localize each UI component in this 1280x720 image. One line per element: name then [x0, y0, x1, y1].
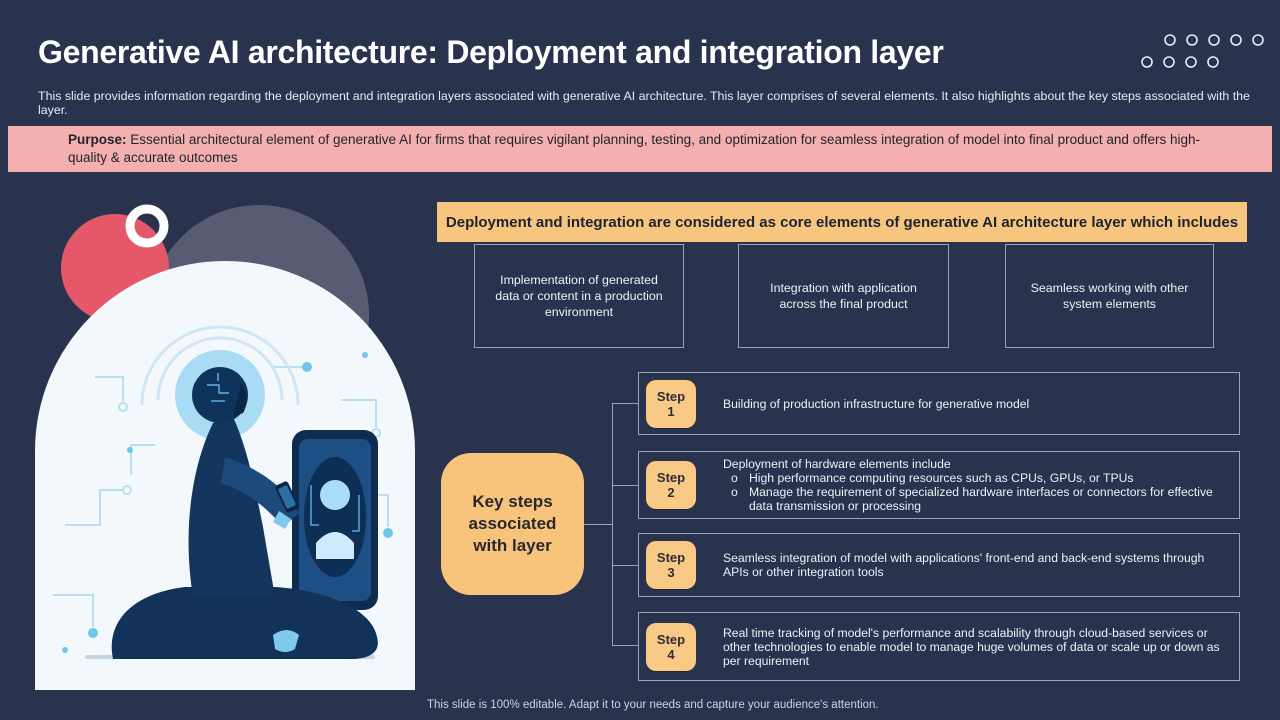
connector-trunk [612, 403, 613, 645]
page-title: Generative AI architecture: Deployment a… [38, 34, 944, 70]
connector-step2 [612, 485, 638, 486]
step-box-3: Step 3 Seamless integration of model wit… [638, 533, 1240, 597]
step-box-2: Step 2 Deployment of hardware elements i… [638, 451, 1240, 519]
step-2-bullet: Manage the requirement of specialized ha… [723, 485, 1227, 513]
connector-step4 [612, 645, 638, 646]
purpose-text: Essential architectural element of gener… [68, 132, 1200, 165]
step-badge-1: Step 1 [646, 379, 696, 428]
step-badge-label: Step [656, 388, 686, 404]
circuit-traces [53, 366, 389, 627]
connector-keysteps [584, 524, 612, 525]
purpose-label: Purpose: [68, 132, 127, 147]
footer-note: This slide is 100% editable. Adapt it to… [427, 699, 879, 711]
step-badge-number: 4 [667, 646, 675, 662]
step-badge-number: 3 [667, 565, 675, 580]
step-text-4: Real time tracking of model's performanc… [723, 625, 1220, 668]
step-badge-number: 1 [667, 403, 675, 419]
step-badge-label: Step [656, 631, 686, 647]
step-badge-label: Step [656, 550, 686, 565]
step-text-3: Seamless integration of model with appli… [723, 551, 1205, 579]
ring-icon [125, 204, 169, 248]
step-box-4: Step 4 Real time tracking of model's per… [638, 612, 1240, 681]
element-box-seamless: Seamless working with other system eleme… [1005, 244, 1214, 348]
halo-arcs [140, 325, 300, 406]
connector-step3 [612, 565, 638, 566]
ai-illustration [35, 204, 415, 690]
connector-step1 [612, 403, 638, 404]
seated-person [111, 367, 378, 659]
purpose-banner: Purpose: Essential architectural element… [8, 126, 1272, 172]
step-2-bullet-list: High performance computing resources suc… [723, 471, 1227, 513]
step-badge-label: Step [656, 470, 686, 485]
step-badge-3: Step 3 [646, 541, 696, 589]
circuit-dots [62, 352, 393, 653]
step-box-1: Step 1 Building of production infrastruc… [638, 372, 1240, 435]
element-box-implementation: Implementation of generated data or cont… [474, 244, 684, 348]
step-badge-2: Step 2 [646, 461, 696, 509]
element-box-integration: Integration with application across the … [738, 244, 949, 348]
step-badge-number: 2 [667, 485, 675, 500]
page-subtitle: This slide provides information regardin… [38, 89, 1250, 117]
step-text-1: Building of production infrastructure fo… [723, 396, 1030, 411]
phone-with-robot [292, 430, 378, 610]
dots-decoration-icon [1141, 34, 1264, 68]
section-banner: Deployment and integration are considere… [437, 202, 1247, 242]
step-text-2: Deployment of hardware elements include [723, 457, 951, 471]
step-badge-4: Step 4 [646, 622, 696, 671]
key-steps-node: Key steps associated with layer [441, 453, 584, 595]
step-2-bullet: High performance computing resources suc… [723, 471, 1227, 485]
